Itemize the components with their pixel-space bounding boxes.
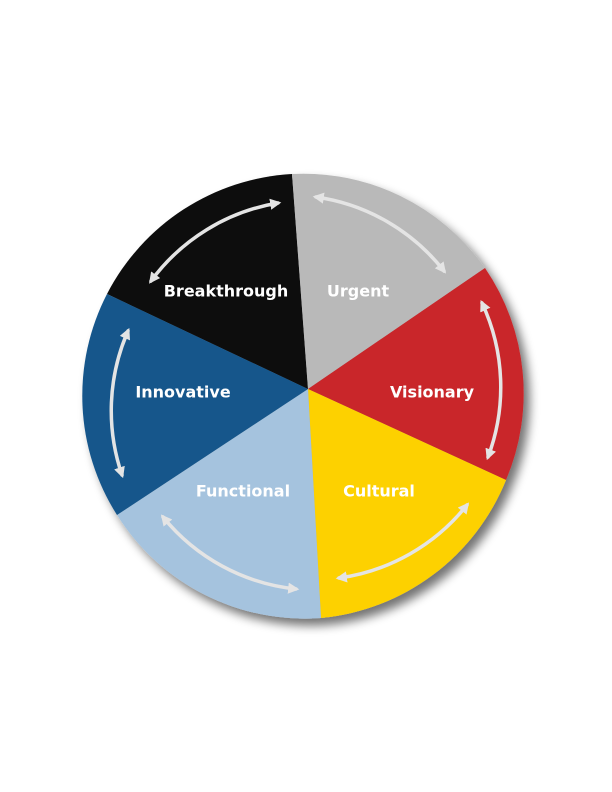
- cycle-arrow-breakthrough: [149, 198, 282, 284]
- segment-label-urgent: Urgent: [327, 282, 390, 301]
- segment-visionary: [308, 268, 524, 480]
- segment-label-cultural: Cultural: [343, 482, 415, 501]
- segment-label-functional: Functional: [196, 482, 290, 501]
- cycle-arrow-cultural: [335, 502, 470, 583]
- segment-label-visionary: Visionary: [390, 383, 475, 402]
- segment-innovative: [82, 294, 308, 515]
- cycle-arrow-innovative: [109, 327, 130, 479]
- cycle-arrow-functional: [160, 514, 300, 594]
- segment-label-breakthrough: Breakthrough: [164, 282, 289, 301]
- segment-label-innovative: Innovative: [135, 383, 231, 402]
- cycle-arrow-visionary: [480, 299, 503, 461]
- cycle-arrow-urgent: [312, 192, 447, 274]
